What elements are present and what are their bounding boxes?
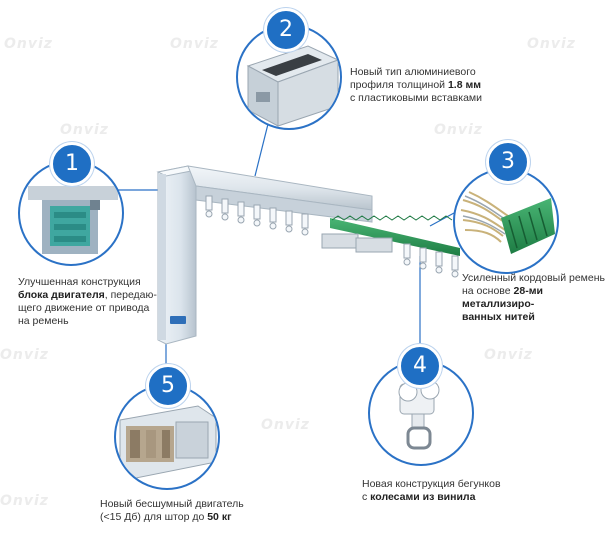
motor-block-detail-image	[28, 186, 118, 254]
motor-detail-image	[119, 405, 217, 479]
watermark: Onviz	[484, 347, 533, 363]
watermark: Onviz	[4, 36, 53, 52]
badge-2: 2	[264, 8, 308, 52]
watermark: Onviz	[0, 493, 49, 509]
watermark: Onviz	[261, 417, 310, 433]
callout-3-bold: 28-ми металлизиро-	[462, 285, 543, 310]
watermark: Onviz	[60, 122, 109, 138]
callout-5-text: Новый бесшумный двигатель (<15 Дб) для ш…	[100, 498, 244, 523]
badge-3: 3	[486, 140, 530, 184]
cord-belt-detail-image	[460, 191, 555, 254]
watermark: Onviz	[434, 122, 483, 138]
detail-circle-motor-block	[18, 160, 124, 266]
badge-1: 1	[50, 142, 94, 186]
callout-4-text: Новая конструкция бегунков с колесами из…	[362, 478, 501, 503]
callout-1-bold: блока двигателя	[18, 289, 105, 301]
watermark: Onviz	[527, 36, 576, 52]
callout-5-bold: 50 кг	[207, 511, 232, 523]
watermark: Onviz	[0, 347, 49, 363]
runner-detail-image	[398, 380, 440, 450]
callout-1-text: Улучшенная конструкция блока двигателя, …	[18, 276, 157, 327]
watermark: Onviz	[170, 36, 219, 52]
badge-5: 5	[146, 364, 190, 408]
callout-2-bold: 1.8 мм	[447, 79, 482, 91]
callout-4-bold: колесами из винила	[370, 491, 476, 503]
aluminium-profile-detail-image	[246, 45, 340, 127]
badge-4: 4	[398, 344, 442, 388]
detail-circle-runner	[368, 360, 474, 466]
detail-circle-motor	[114, 384, 220, 490]
callout-3-text: Усиленный кордовый ремень на основе 28-м…	[462, 272, 606, 323]
callout-2-text: Новый тип алюминиевого профиля толщиной …	[350, 66, 482, 104]
